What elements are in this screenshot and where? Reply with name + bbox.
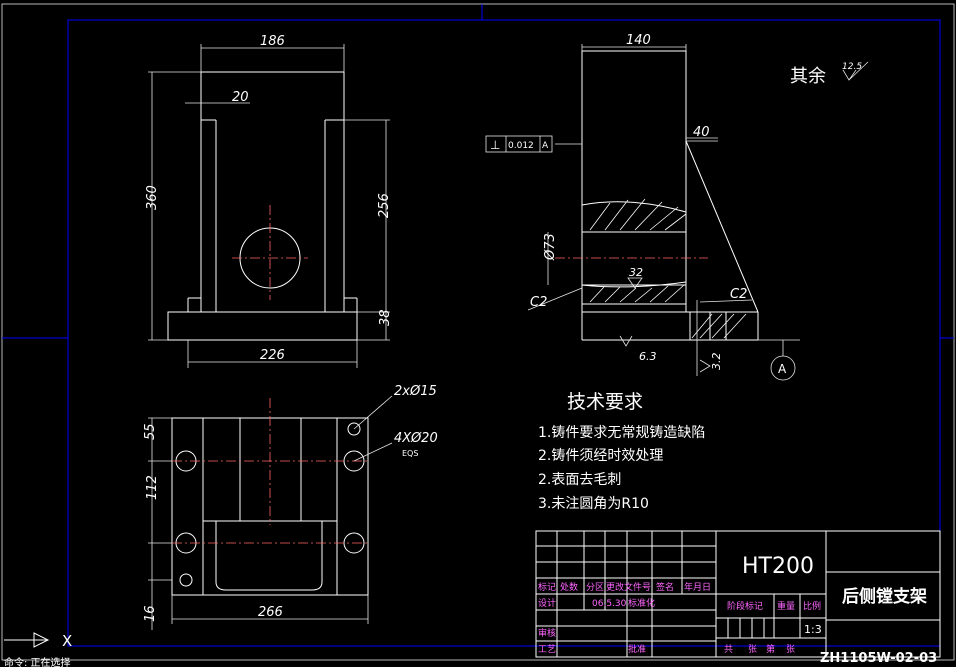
tb-label-process: 工艺	[538, 644, 556, 655]
title-block-scale: 1:3	[804, 623, 822, 636]
dim-front-base-width: 226	[260, 348, 285, 363]
dim-side-chamfer-right: C2	[730, 287, 747, 302]
roughness-note-label: 其余	[790, 66, 826, 87]
tech-requirement-3: 2.表面去毛刺	[538, 472, 621, 488]
dim-side-bore: Ø73	[543, 233, 558, 261]
tech-requirement-2: 2.铸件须经时效处理	[538, 448, 663, 464]
tb-label-ratio: 比例	[803, 600, 821, 612]
dim-side-width: 140	[626, 33, 651, 48]
dim-side-chamfer-left: C2	[530, 295, 547, 310]
roughness-note-symbol	[842, 61, 869, 81]
ucs-icon	[4, 632, 50, 648]
tb-label-approve: 批准	[628, 643, 646, 655]
tb-label-review: 审核	[538, 627, 556, 639]
dim-plan-eqs: EQS	[402, 449, 418, 458]
dim-plan-large-holes: 4XØ20	[394, 431, 438, 446]
sheet-border	[1, 3, 955, 661]
rough-side-32b: 3.2	[710, 353, 723, 371]
tb-label-stage-mark: 阶段标记	[727, 600, 763, 612]
rough-side-32: 32	[629, 266, 643, 279]
tolerance-value: 0.012	[508, 141, 534, 151]
datum-label: A	[778, 362, 787, 376]
tb-label-sheet-no: 第	[766, 643, 775, 655]
dim-plan-112: 112	[145, 475, 160, 500]
tb-label-standardize: 标准化	[628, 597, 655, 609]
tech-requirements-title: 技术要求	[567, 391, 643, 413]
side-view	[527, 44, 800, 381]
dim-plan-16: 16	[143, 605, 158, 622]
tb-label-mark: 标记	[538, 581, 556, 593]
dim-side-offset: 40	[693, 125, 710, 140]
title-block-part-name: 后侧镗支架	[842, 586, 927, 607]
tb-label-weight: 重量	[777, 600, 795, 612]
title-block-drawing-no: ZH1105W-02-03	[820, 651, 937, 666]
title-block-material: HT200	[742, 554, 814, 579]
tb-label-date: 年月日	[684, 581, 711, 593]
dim-plan-width: 266	[258, 605, 283, 620]
tb-label-count: 处数	[560, 581, 578, 593]
tolerance-datum: A	[542, 141, 549, 151]
tb-label-sign: 签名	[656, 581, 674, 593]
tolerance-frame	[485, 135, 553, 153]
dim-plan-small-holes: 2xØ15	[394, 384, 437, 399]
tech-requirement-4: 3.未注圆角为R10	[538, 496, 649, 512]
ucs-x-label: X	[62, 632, 72, 650]
tb-label-sheet-of: 张	[748, 644, 757, 655]
plan-view	[148, 395, 393, 630]
roughness-note-value: 12.5	[842, 62, 862, 72]
tb-label-design: 设计	[538, 597, 556, 609]
status-bar-text: 命令: 正在选择	[4, 656, 71, 667]
dim-front-height: 360	[145, 185, 160, 210]
dim-front-base-height: 38	[378, 309, 393, 326]
tb-label-zone: 分区	[586, 582, 604, 593]
tolerance-symbol: ⊥	[490, 138, 500, 152]
dim-front-width: 186	[260, 34, 285, 49]
tb-label-change-doc: 更改文件号	[606, 581, 651, 593]
tb-label-design-date: 06.5.30	[592, 599, 627, 609]
dim-front-inner: 256	[377, 193, 392, 218]
rough-side-63: 6.3	[639, 350, 657, 363]
tb-label-sheet-unit: 张	[786, 644, 795, 655]
drawing-frame	[67, 19, 941, 647]
dim-plan-55: 55	[143, 423, 158, 440]
front-view	[148, 44, 390, 368]
tb-label-sheets: 共	[724, 644, 733, 655]
title-block	[535, 530, 941, 658]
tech-requirement-1: 1.铸件要求无常规铸造缺陷	[538, 425, 705, 441]
dim-front-wall: 20	[232, 90, 249, 105]
